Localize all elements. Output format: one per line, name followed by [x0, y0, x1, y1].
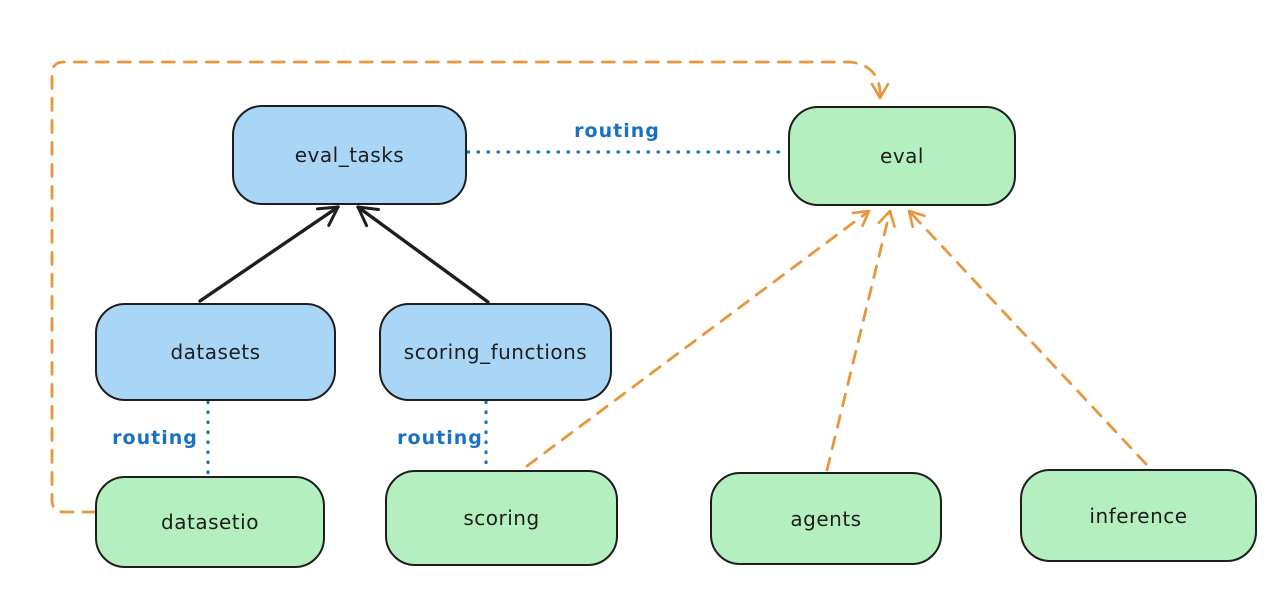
- node-eval-tasks: eval_tasks: [232, 105, 467, 205]
- node-agents: agents: [710, 472, 942, 565]
- node-eval-tasks-label: eval_tasks: [294, 143, 405, 167]
- node-datasetio-label: datasetio: [161, 510, 259, 534]
- node-inference: inference: [1020, 469, 1257, 562]
- node-datasets-label: datasets: [170, 340, 261, 364]
- node-eval-label: eval: [880, 144, 924, 168]
- edge-datasets-evaltasks: [198, 205, 340, 303]
- edge-datasetio-eval: [50, 60, 890, 514]
- node-scoring-functions-label: scoring_functions: [403, 340, 588, 364]
- node-datasets: datasets: [95, 303, 336, 401]
- node-scoring: scoring: [385, 470, 618, 566]
- node-datasetio: datasetio: [95, 476, 325, 568]
- node-scoring-functions: scoring_functions: [379, 303, 612, 401]
- edge-label-routing-scoring: routing: [397, 427, 483, 449]
- edge-inference-eval: [907, 209, 1148, 466]
- node-scoring-label: scoring: [463, 506, 540, 530]
- node-agents-label: agents: [790, 506, 862, 531]
- node-eval: eval: [788, 106, 1016, 206]
- edge-scoring-eval: [525, 209, 871, 468]
- edge-agents-eval: [825, 209, 896, 472]
- node-inference-label: inference: [1089, 503, 1188, 528]
- edge-label-routing-datasetio: routing: [112, 427, 198, 449]
- edge-scoringfunctions-evaltasks: [356, 205, 490, 304]
- edge-label-routing-top: routing: [574, 120, 660, 142]
